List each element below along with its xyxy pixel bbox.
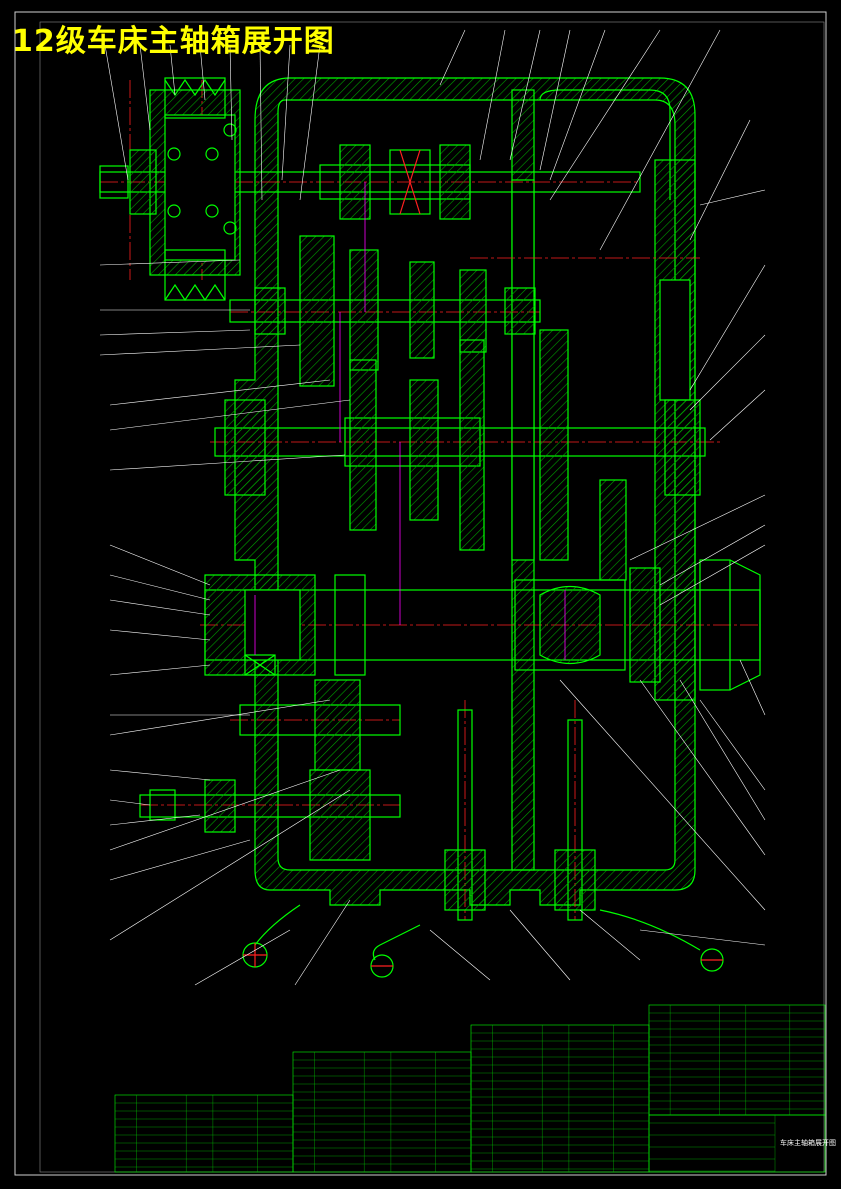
lower-shafts <box>139 679 596 921</box>
sheet-border <box>14 11 827 1176</box>
leaders-left <box>99 44 351 941</box>
shaft-3 <box>214 329 706 581</box>
input-shaft <box>99 77 641 302</box>
parts-list-tables <box>114 1004 826 1173</box>
main-spindle <box>204 559 761 691</box>
dimension-lines <box>254 182 566 660</box>
parts-list-rows <box>115 1005 825 1172</box>
leaders-top-right <box>439 29 766 946</box>
shift-handles <box>242 904 724 978</box>
shaft-2 <box>229 235 541 387</box>
drawing-title: 12级车床主轴箱展开图 <box>12 24 335 59</box>
leaders-bottom <box>194 899 641 986</box>
title-block-drawing-name: 车床主轴箱展开图 <box>780 1138 836 1147</box>
